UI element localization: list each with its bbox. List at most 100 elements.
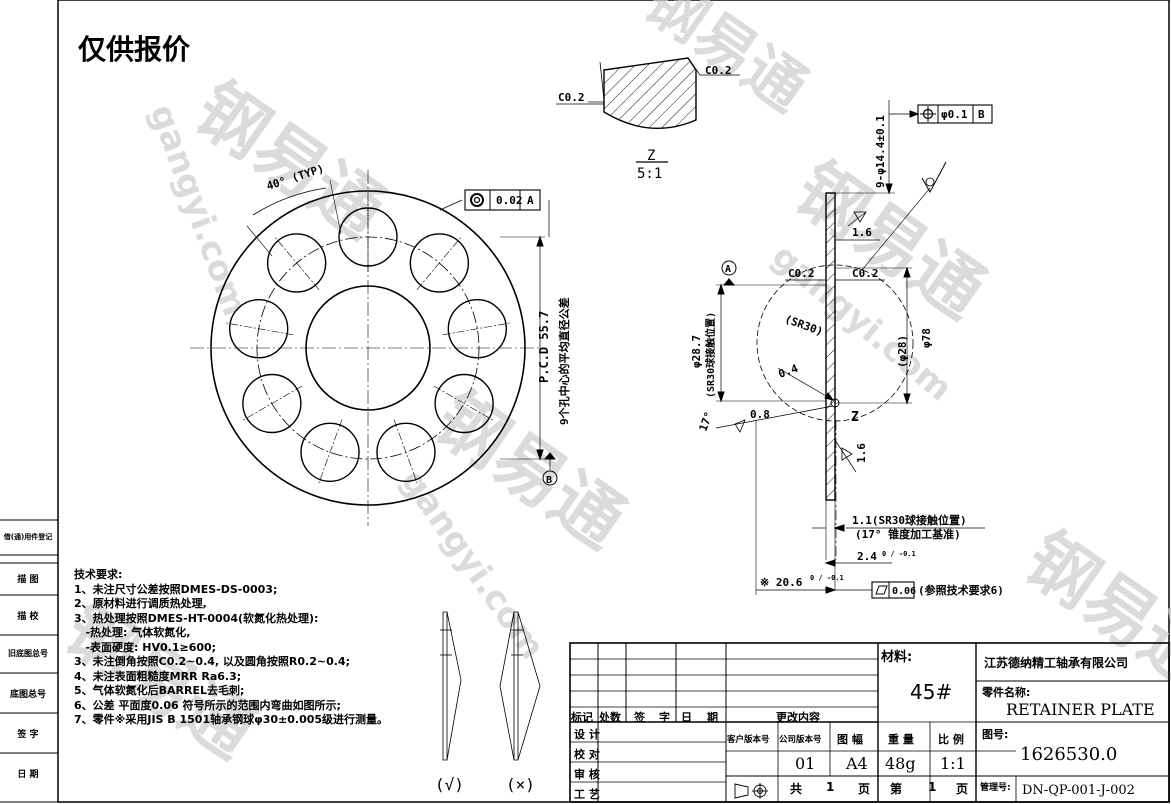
rev-header: 标记 bbox=[571, 711, 593, 724]
side-row-label: 描 图 bbox=[17, 575, 39, 585]
part-name: RETAINER PLATE bbox=[1006, 700, 1155, 719]
col-header: 比 例 bbox=[938, 733, 964, 746]
chamfer-right-label: C0.2 bbox=[852, 267, 879, 280]
flatness-ng: (×) bbox=[506, 775, 535, 794]
hole-centerline bbox=[273, 235, 320, 290]
drawing-no-label: 图号: bbox=[982, 728, 1009, 741]
scale: 1:1 bbox=[940, 754, 966, 773]
ball-hole bbox=[434, 373, 494, 434]
page-unit: 页 bbox=[858, 782, 871, 796]
runout-datum: A bbox=[527, 194, 534, 207]
detail-z bbox=[556, 57, 740, 163]
tech-requirement-item: 4、未注表面粗糙度MRR Ra6.3; bbox=[74, 669, 242, 683]
rev-header: 日 bbox=[681, 711, 692, 724]
pcd-note: 9个孔中心的平均直径公差 bbox=[557, 297, 571, 425]
side-row-label: 借(通)用件登记 bbox=[3, 533, 53, 541]
chamfer-left-label: C0.2 bbox=[788, 267, 815, 280]
flatness-ok: (√) bbox=[435, 775, 464, 794]
watermark-glyphs: 钢易通 bbox=[1010, 517, 1171, 705]
role-label: 设 计 bbox=[574, 728, 600, 741]
projection-symbol bbox=[734, 783, 768, 799]
weight: 48g bbox=[885, 754, 916, 773]
role-label: 工 艺 bbox=[574, 788, 600, 801]
company-version: 01 bbox=[795, 754, 816, 773]
col-header: 公司版本号 bbox=[779, 735, 822, 745]
roughness-bottom: 1.6 bbox=[855, 443, 868, 463]
dim-20-6-tol: 0 / -0.1 bbox=[810, 574, 844, 582]
plate-section bbox=[825, 192, 836, 501]
dim-28-7-note: (SR30球接触位置) bbox=[704, 312, 717, 398]
roughness-top: 1.6 bbox=[852, 226, 872, 239]
page-unit: 页 bbox=[956, 782, 969, 796]
z-marker: Z bbox=[851, 410, 859, 425]
page-number: 1 bbox=[928, 780, 937, 794]
runout-value: 0.02 bbox=[496, 194, 523, 207]
hole-centerlines bbox=[224, 202, 512, 486]
tech-requirement-item: -表面硬度: HV0.1≥600; bbox=[74, 640, 217, 654]
rev-header: 处数 bbox=[599, 711, 621, 724]
company-name: 江苏德纳精工轴承有限公司 bbox=[984, 656, 1129, 670]
total-pages: 1 bbox=[826, 780, 835, 794]
dim-28: (φ28) bbox=[896, 335, 909, 368]
detail-chamfer-right: C0.2 bbox=[705, 64, 732, 77]
rev-header: 更改内容 bbox=[776, 711, 820, 724]
detail-section bbox=[603, 57, 697, 129]
ball-hole bbox=[300, 422, 360, 483]
header-note: 仅供报价 bbox=[78, 33, 191, 66]
ball-hole bbox=[447, 299, 508, 359]
tech-requirement-item: 7、零件※采用JIS B 1501轴承钢球φ30±0.005级进行测量。 bbox=[74, 713, 389, 726]
datum-b-label: B bbox=[546, 475, 552, 486]
mgmt-label: 管理号: bbox=[980, 783, 1011, 793]
col-header: 图 幅 bbox=[837, 733, 863, 746]
dim-28-7: φ28.7 bbox=[690, 335, 703, 368]
rev-header: 签 bbox=[634, 711, 645, 724]
tech-requirements: 技术要求: 1、未注尺寸公差按照DMES-DS-0003; 2、原材料进行调质热… bbox=[74, 568, 388, 728]
hole-centerline bbox=[416, 235, 463, 290]
datum-a-label: A bbox=[725, 264, 731, 275]
side-row-label: 描 校 bbox=[17, 612, 39, 622]
hole-centerline bbox=[442, 322, 512, 336]
position-value: φ0.1 bbox=[941, 108, 968, 121]
detail-scale: 5:1 bbox=[637, 166, 662, 182]
position-datum: B bbox=[978, 108, 985, 121]
hole-centerline bbox=[393, 419, 419, 486]
radius-08: 0.8 bbox=[750, 408, 770, 421]
role-label: 校 对 bbox=[574, 748, 600, 761]
side-row-label: 日 期 bbox=[17, 770, 39, 780]
dim-1-1: 1.1(SR30球接触位置) bbox=[852, 513, 967, 527]
hole-centerline bbox=[224, 322, 294, 336]
drawing-no: 1626530.0 bbox=[1020, 744, 1118, 765]
rev-header: 字 bbox=[659, 711, 670, 724]
hole-label: 9-φ14.4±0.1 bbox=[874, 115, 887, 188]
tech-requirement-item: 6、公差 平面度0.06 符号所示的范围内弯曲如图所示; bbox=[74, 698, 341, 712]
mgmt-no: DN-QP-001-J-002 bbox=[1022, 783, 1135, 798]
dim-2-4-tol: 0 / -0.1 bbox=[882, 550, 916, 558]
tech-requirement-item: 5、气体软氮化后BARREL去毛刺; bbox=[74, 684, 245, 697]
total-label: 共 bbox=[790, 782, 803, 796]
ball-hole bbox=[376, 422, 436, 483]
ball-hole bbox=[242, 373, 302, 434]
hole-centerline bbox=[241, 385, 303, 422]
title-block bbox=[569, 642, 1170, 803]
flatness-value: 0.06 bbox=[892, 586, 916, 597]
tech-requirement-item: -热处理: 气体软氮化, bbox=[74, 626, 191, 639]
tech-requirement-item: 2、原材料进行调质热处理, bbox=[74, 597, 207, 610]
page-label: 第 bbox=[890, 782, 903, 796]
material-value: 45# bbox=[910, 680, 953, 704]
role-label: 审 核 bbox=[574, 768, 600, 781]
detail-title: Z bbox=[647, 148, 655, 164]
detail-chamfer-left: C0.2 bbox=[558, 91, 585, 104]
part-name-label: 零件名称: bbox=[982, 686, 1031, 699]
tech-requirement-item: 3、未注倒角按照C0.2~0.4, 以及圆角按照R0.2~0.4; bbox=[74, 655, 350, 668]
tech-requirements-title: 技术要求: bbox=[74, 568, 123, 581]
sheet-size: A4 bbox=[846, 754, 868, 773]
rev-header: 期 bbox=[707, 711, 718, 724]
dim-78: φ78 bbox=[920, 328, 933, 348]
side-panel bbox=[0, 519, 58, 803]
flatness-examples bbox=[440, 611, 541, 761]
dim-20-6: ※ 20.6 bbox=[760, 576, 803, 589]
angle-arc bbox=[252, 187, 327, 216]
col-header: 客户版本号 bbox=[727, 735, 770, 745]
radius-04: 0.4 bbox=[777, 362, 800, 381]
